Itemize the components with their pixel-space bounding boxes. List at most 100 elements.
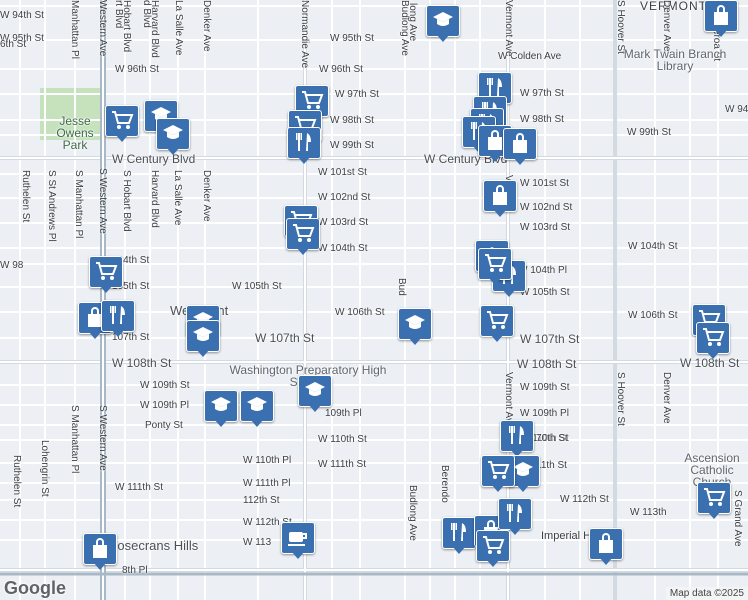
street-label: S Manhattan Pl <box>73 170 84 239</box>
pin-box <box>696 322 730 354</box>
map-pin[interactable] <box>696 322 730 362</box>
map-pin[interactable] <box>483 180 517 220</box>
street-label: S Manhattan Pl <box>69 405 80 474</box>
pin-tip <box>99 285 113 293</box>
map-pin[interactable] <box>101 300 135 340</box>
pin-tip <box>516 484 530 492</box>
pin-box <box>498 498 532 530</box>
street-label: W 108th St <box>680 356 740 370</box>
street-label: La Salle Ave <box>172 170 183 226</box>
map-pin[interactable] <box>398 308 432 348</box>
street-label: 104th St <box>112 255 150 266</box>
map-pin[interactable] <box>480 305 514 345</box>
map-pin[interactable] <box>240 390 274 430</box>
pin-tip <box>491 484 505 492</box>
street-label: Harvard Blvd <box>149 170 160 228</box>
street-label: Denker Ave <box>201 170 212 222</box>
map-pin[interactable] <box>89 256 123 296</box>
map-pin[interactable] <box>481 455 515 495</box>
street-label: W 110th Pl <box>243 455 292 466</box>
street-label: 6th St <box>0 39 27 50</box>
jesse-owens-park-area <box>40 88 100 140</box>
map-pin[interactable] <box>105 105 139 145</box>
map-pin[interactable] <box>287 127 321 167</box>
map-pin[interactable] <box>476 530 510 570</box>
pin-tip <box>88 331 102 339</box>
map-pin[interactable] <box>503 128 537 168</box>
street-label: W 109th Pl <box>520 408 569 419</box>
street-label: W 109th Pl <box>140 400 189 411</box>
map-pin[interactable] <box>697 482 731 522</box>
google-logo: Google <box>4 578 66 598</box>
map-pin[interactable] <box>298 375 332 415</box>
map-pin[interactable] <box>83 533 117 573</box>
map-pin[interactable] <box>704 0 738 40</box>
street-label: 105th St <box>112 281 150 292</box>
map-pin[interactable] <box>186 320 220 360</box>
map-pin[interactable] <box>478 248 512 288</box>
street-label: Western Ave <box>97 0 108 57</box>
pin-box <box>287 127 321 159</box>
map-pin[interactable] <box>426 5 460 45</box>
map-pin[interactable] <box>498 498 532 538</box>
map-pin[interactable] <box>286 218 320 258</box>
street-label: W 96th St <box>319 64 363 75</box>
street-label: W 109th St <box>140 380 190 391</box>
street-label: W 101st St <box>318 167 367 178</box>
pin-tip <box>452 546 466 554</box>
street-label: W 99th St <box>627 127 671 138</box>
pin-box <box>442 517 476 549</box>
street-label: S Grand Ave <box>732 490 743 547</box>
street-label: W Colden Ave <box>498 51 562 62</box>
street-label: d Blvd <box>141 0 152 28</box>
street-label: W 110th St <box>520 433 569 444</box>
street-label: S Hoover St <box>615 0 626 54</box>
street-label: W 105th St <box>232 281 282 292</box>
map-pin[interactable] <box>500 420 534 460</box>
pin-tip <box>115 134 129 142</box>
street-label: Normandie Ave <box>299 0 310 69</box>
street-label: W 97th St <box>520 88 564 99</box>
map-pin[interactable] <box>156 118 190 158</box>
street-label: W 113th <box>630 507 667 518</box>
street-label: W 98th St <box>330 115 374 126</box>
pin-box <box>298 375 332 407</box>
park-label: Jesse Owens Park <box>56 114 94 152</box>
street-label: Denver Ave <box>661 0 672 52</box>
pin-box <box>101 300 135 332</box>
pin-tip <box>436 34 450 42</box>
street-label: Vermont Ave <box>503 0 514 57</box>
pin-box <box>204 390 238 422</box>
street-label: W 96th St <box>115 64 159 75</box>
pin-tip <box>490 334 504 342</box>
pin-tip <box>502 289 516 297</box>
pin-tip <box>488 277 502 285</box>
map-pin[interactable] <box>204 390 238 430</box>
pin-tip <box>488 154 502 162</box>
pin-box <box>240 390 274 422</box>
pin-box <box>478 248 512 280</box>
map-pin[interactable] <box>281 522 315 562</box>
street-label: W 98 <box>0 260 24 271</box>
map-pin[interactable] <box>589 528 623 568</box>
street-label: W 95th St <box>330 33 374 44</box>
street-label: W 95th St <box>0 33 44 44</box>
poi-label: Mark Twain Branch Library <box>623 47 727 73</box>
street-label: Denver Ave <box>661 372 672 424</box>
area-label: Rosecrans Hills <box>108 538 199 553</box>
map-pin[interactable] <box>442 517 476 557</box>
poi-label: Ascension Catholic Church <box>684 451 740 488</box>
map-attribution[interactable]: Map data ©2025 <box>665 587 748 600</box>
street-label: W 105th St <box>520 287 570 298</box>
street-label: rt Blvd <box>113 0 124 29</box>
street-label: S St Andrews Pl <box>46 170 57 242</box>
street-label: W 104th St <box>318 243 368 254</box>
pin-tip <box>196 349 210 357</box>
pin-box <box>704 0 738 32</box>
street-label: Ponty St <box>145 420 183 431</box>
street-label: W 108th St <box>112 356 172 370</box>
pin-box <box>500 420 534 452</box>
street-label: W 104th St <box>628 241 678 252</box>
street-label: W 101st St <box>520 178 569 189</box>
